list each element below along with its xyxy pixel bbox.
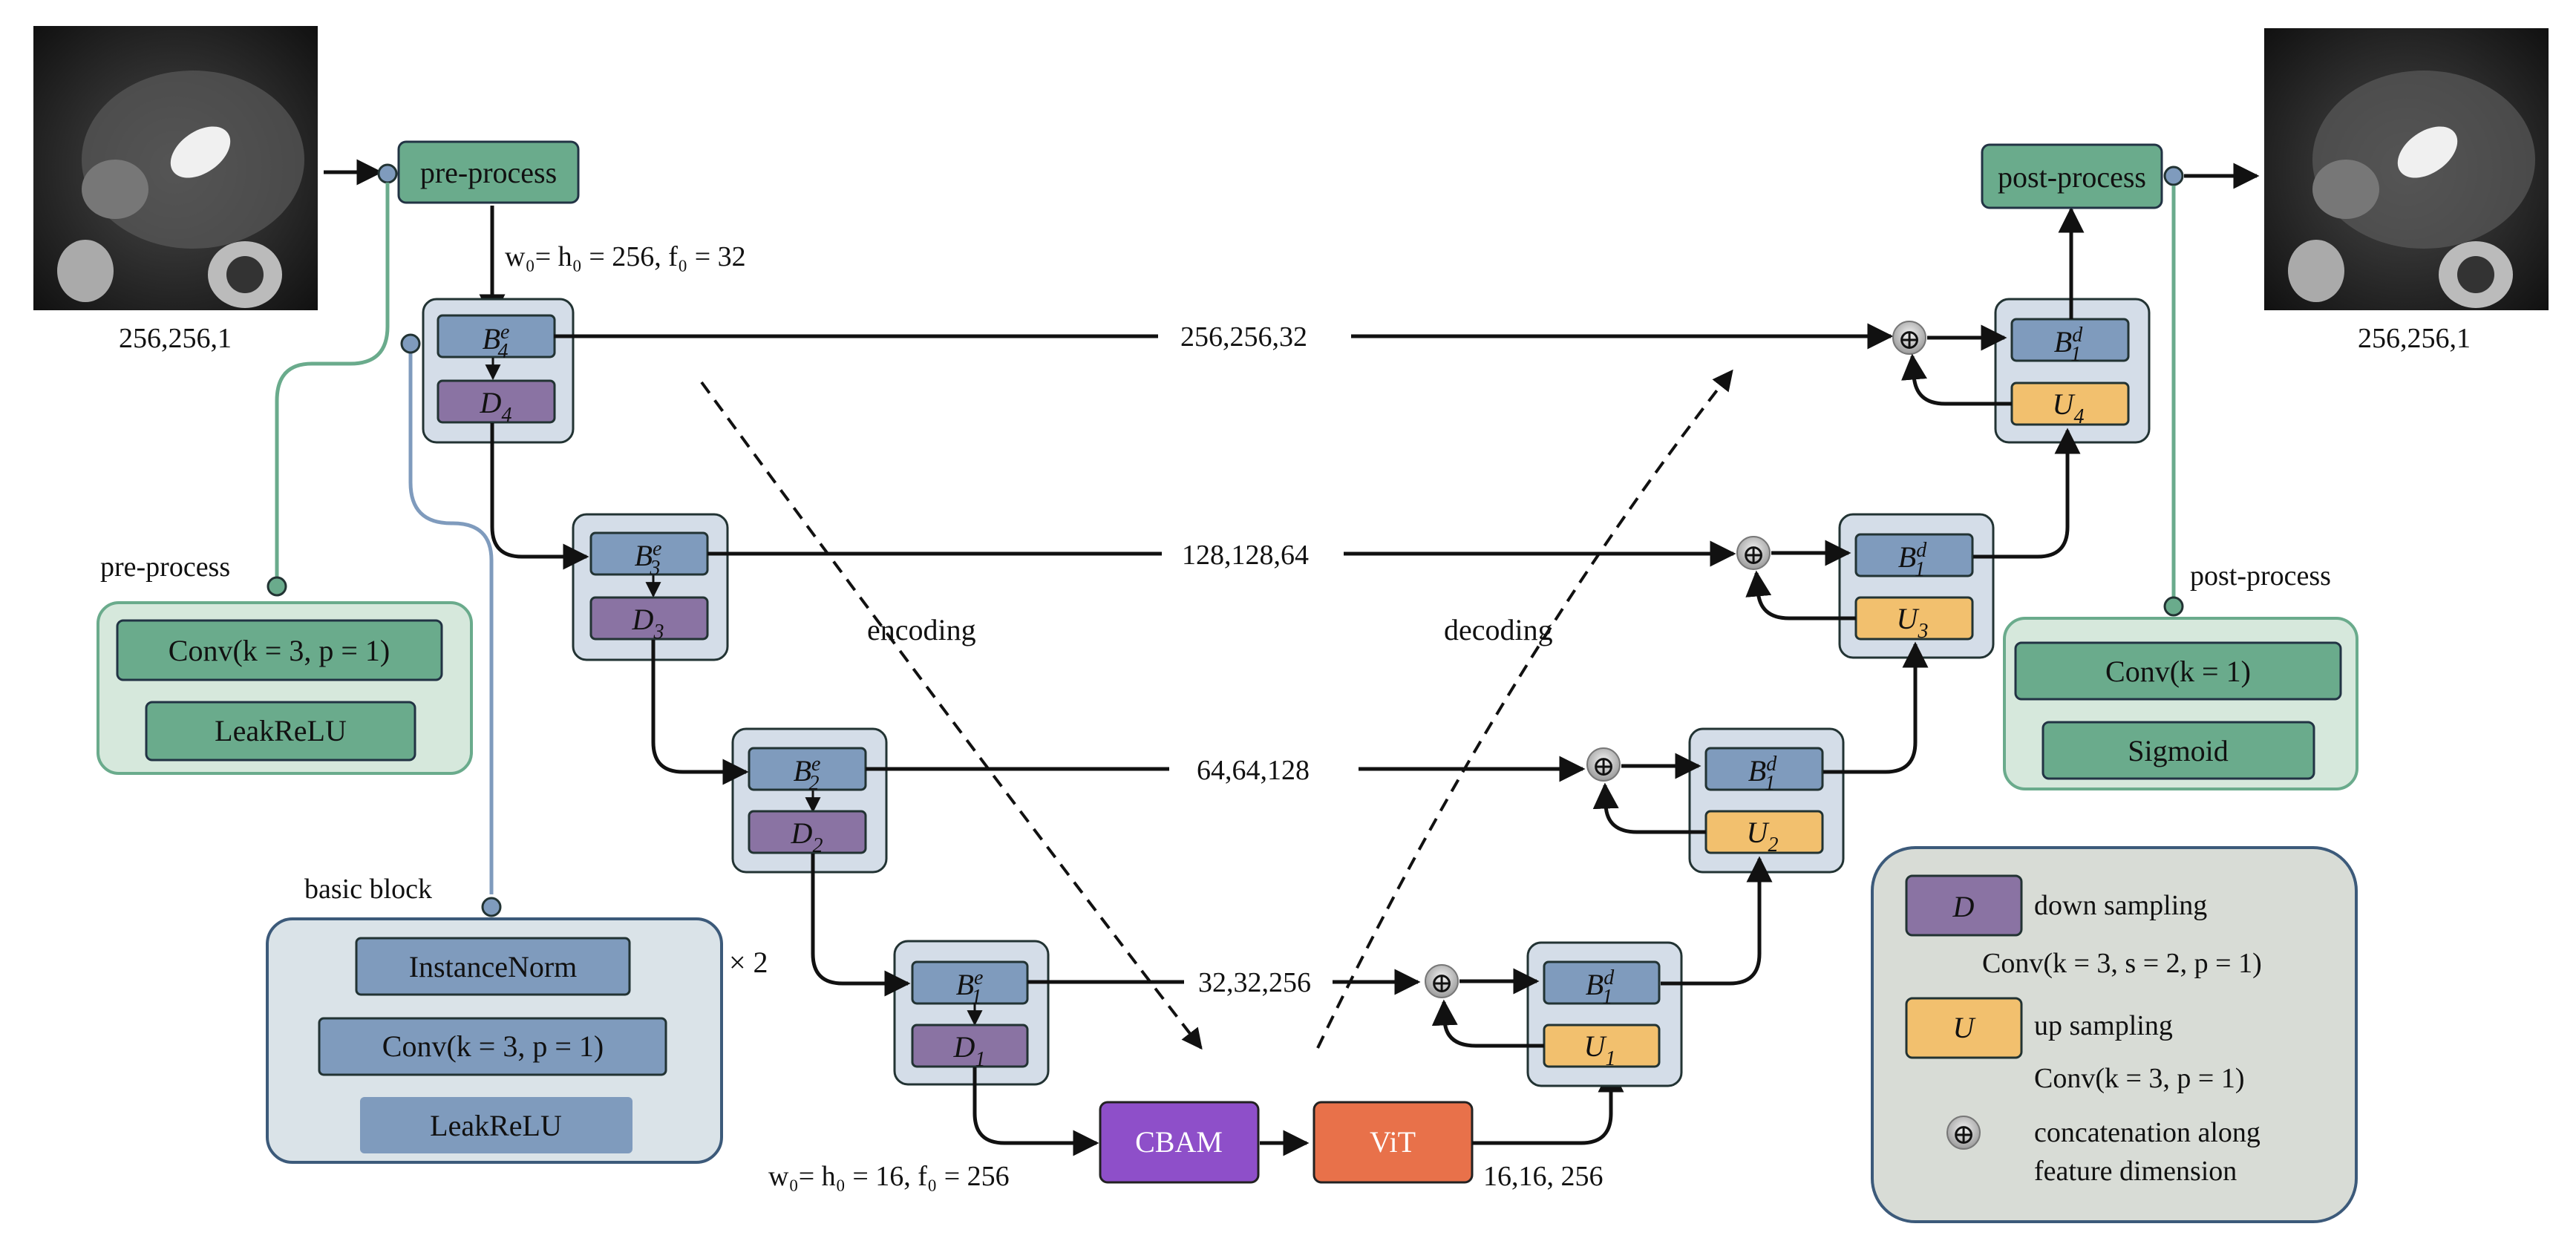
skip-dims-2: 128,128,64 (1182, 540, 1309, 571)
svg-text:⊕: ⊕ (1430, 968, 1454, 999)
svg-text:Conv(k = 3, s = 2, p = 1): Conv(k = 3, s = 2, p = 1) (1982, 948, 2262, 979)
svg-text:⊕: ⊕ (1592, 751, 1615, 782)
basic-block-title: basic block (304, 874, 432, 905)
svg-text:Bd1: Bd1 (2054, 324, 2083, 366)
svg-text:pre-process: pre-process (420, 156, 557, 189)
concat-icon-1: ⊕ (1892, 321, 1926, 356)
svg-text:Be4: Be4 (483, 321, 510, 363)
svg-text:Be2: Be2 (794, 753, 821, 795)
concat-icon-4: ⊕ (1425, 964, 1459, 999)
svg-text:InstanceNorm: InstanceNorm (409, 950, 578, 983)
skip-dims-3: 64,64,128 (1197, 755, 1310, 786)
decoding-label: decoding (1444, 613, 1553, 646)
svg-text:LeakReLU: LeakReLU (430, 1109, 562, 1142)
svg-text:D1: D1 (953, 1030, 986, 1071)
vit-block: ViT (1312, 1101, 1474, 1184)
pre-process-dims-note: w₀= h₀ = 256, f₀ = 32 (505, 241, 746, 272)
svg-text:Sigmoid: Sigmoid (2128, 734, 2229, 767)
svg-text:U3: U3 (1897, 602, 1929, 643)
post-process-panel: Conv(k = 1) Sigmoid (2003, 617, 2358, 790)
svg-text:Conv(k = 3, p = 1): Conv(k = 3, p = 1) (169, 634, 390, 667)
legend-concat-icon: ⊕ (1946, 1116, 1981, 1150)
svg-text:LeakReLU: LeakReLU (215, 714, 347, 747)
svg-text:CBAM: CBAM (1135, 1125, 1223, 1159)
output-dims: 256,256,1 (2358, 323, 2471, 354)
concat-icon-3: ⊕ (1586, 747, 1621, 782)
encoding-label: encoding (867, 613, 976, 646)
svg-text:Conv(k = 3, p = 1): Conv(k = 3, p = 1) (2034, 1063, 2245, 1094)
svg-text:⊕: ⊕ (1897, 324, 1921, 356)
svg-text:down sampling: down sampling (2034, 890, 2207, 921)
svg-text:Conv(k = 3, p = 1): Conv(k = 3, p = 1) (382, 1029, 604, 1063)
svg-text:U2: U2 (1747, 816, 1779, 857)
svg-text:Conv(k = 1): Conv(k = 1) (2105, 655, 2251, 688)
cbam-block: CBAM (1099, 1101, 1260, 1184)
svg-text:⊕: ⊕ (1952, 1119, 1975, 1150)
svg-text:D3: D3 (632, 603, 664, 644)
bottleneck-out-dims: 16,16, 256 (1483, 1161, 1604, 1192)
svg-text:⊕: ⊕ (1742, 540, 1765, 571)
post-process-panel-title: post-process (2190, 560, 2331, 592)
svg-text:Be1: Be1 (956, 966, 984, 1009)
svg-text:ViT: ViT (1370, 1125, 1416, 1159)
skip-dims-4: 32,32,256 (1198, 967, 1311, 998)
svg-text:U4: U4 (2053, 387, 2085, 428)
input-dims: 256,256,1 (119, 323, 232, 354)
svg-text:post-process: post-process (1998, 160, 2146, 194)
svg-text:Bd1: Bd1 (1748, 753, 1777, 795)
svg-text:feature dimension: feature dimension (2034, 1156, 2237, 1187)
svg-text:up sampling: up sampling (2034, 1010, 2173, 1041)
output-image (2264, 28, 2549, 310)
basic-block-repeat: × 2 (729, 946, 768, 979)
pre-process-box: pre-process (397, 140, 580, 204)
post-process-box: post-process (1981, 143, 2163, 209)
svg-text:U1: U1 (1584, 1029, 1616, 1070)
concat-icon-2: ⊕ (1736, 536, 1771, 571)
svg-text:Be3: Be3 (635, 537, 662, 580)
pre-process-panel: Conv(k = 3, p = 1) LeakReLU (97, 601, 473, 775)
basic-block-panel: InstanceNorm Conv(k = 3, p = 1) LeakReLU (266, 917, 723, 1164)
svg-text:concatenation along: concatenation along (2034, 1117, 2260, 1148)
pre-process-panel-title: pre-process (100, 551, 230, 583)
input-image (33, 26, 318, 310)
svg-text:D4: D4 (480, 386, 512, 427)
svg-text:U: U (1953, 1011, 1977, 1044)
skip-dims-1: 256,256,32 (1180, 321, 1307, 353)
bottleneck-dims-note: w₀= h₀ = 16, f₀ = 256 (768, 1161, 1010, 1192)
svg-text:Bd1: Bd1 (1898, 539, 1927, 581)
svg-text:D2: D2 (791, 816, 823, 857)
svg-text:Bd1: Bd1 (1586, 966, 1615, 1009)
svg-text:D: D (1952, 890, 1975, 923)
legend-panel: D down sampling Conv(k = 3, s = 2, p = 1… (1871, 846, 2358, 1223)
